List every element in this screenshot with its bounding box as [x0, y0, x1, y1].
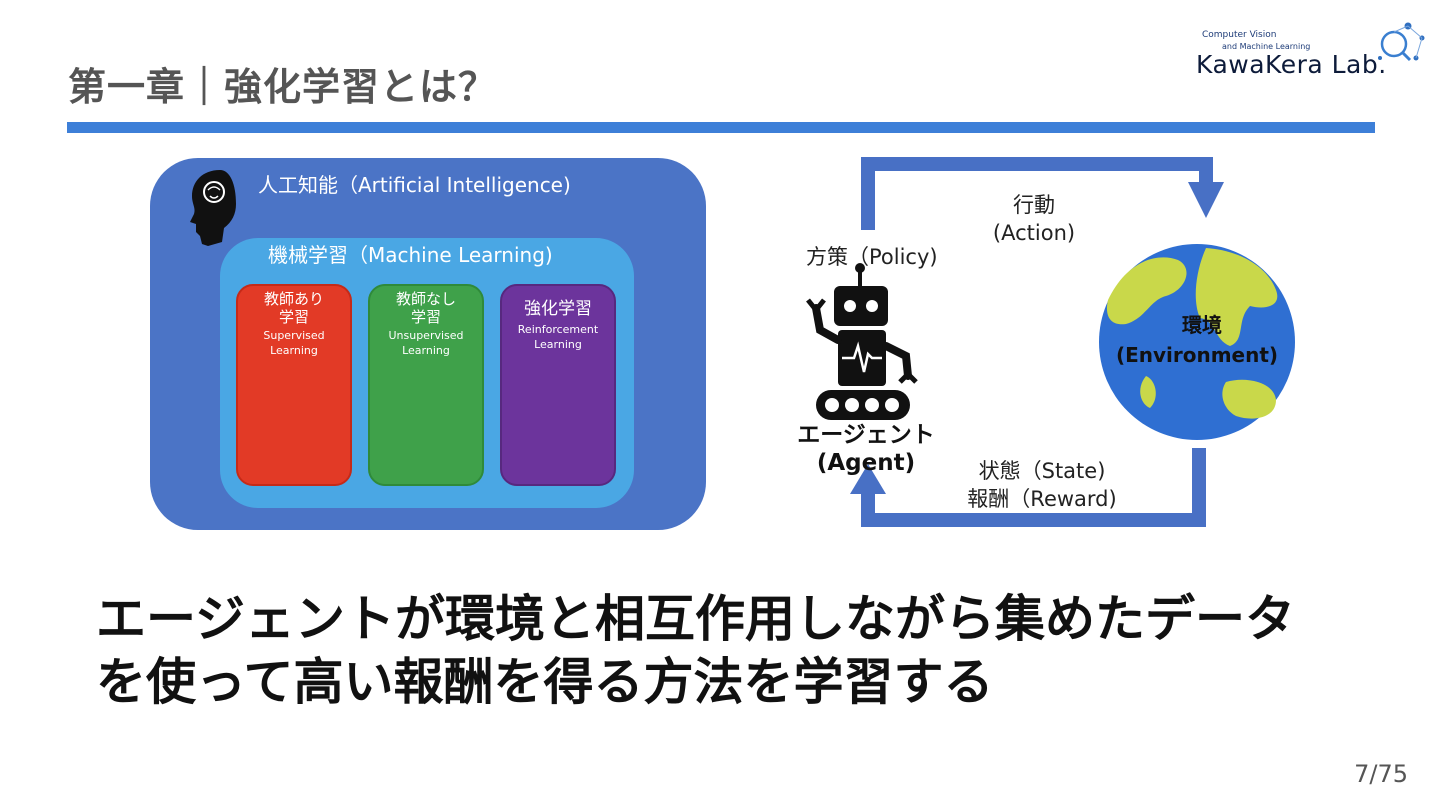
robot-icon [806, 263, 918, 420]
ai-hierarchy-diagram: 人工知能（Artificial Intelligence) 機械学習（Machi… [150, 158, 706, 530]
slide-title: 第一章｜強化学習とは？ [68, 65, 498, 109]
reinforcement-jp: 強化学習 [524, 299, 592, 319]
title-divider [67, 122, 1375, 133]
reinforcement-en-1: Reinforcement [518, 323, 599, 336]
unsupervised-jp-2: 学習 [411, 308, 441, 326]
logo-tagline-1: Computer Vision [1202, 30, 1277, 40]
logo-tagline-2: and Machine Learning [1222, 42, 1311, 51]
supervised-box [236, 284, 352, 486]
key-statement: エージェントが環境と相互作用しながら集めたデータ を使って高い報酬を得る方法を学… [96, 588, 1356, 714]
unsupervised-en-2: Learning [402, 344, 450, 357]
action-arrow [861, 157, 1213, 230]
reinforcement-en-2: Learning [534, 338, 582, 351]
unsupervised-jp-1: 教師なし [396, 290, 456, 308]
unsupervised-box [368, 284, 484, 486]
state-reward-arrow-head [850, 464, 886, 494]
action-arrow-head [1188, 182, 1224, 218]
logo-name: KawaKera Lab. [1196, 50, 1387, 79]
reinforcement-box [500, 284, 616, 486]
supervised-jp-2: 学習 [279, 308, 309, 326]
ai-label: 人工知能（Artificial Intelligence) [258, 173, 571, 197]
lab-logo: Computer Vision and Machine Learning Kaw… [1192, 18, 1428, 82]
rl-figure: 人工知能（Artificial Intelligence) 機械学習（Machi… [126, 150, 1316, 550]
brain-head-icon [190, 170, 236, 246]
environment-en: (Environment) [1116, 343, 1278, 367]
state-label: 状態（State) [979, 459, 1106, 483]
agent-jp: エージェント [797, 422, 935, 448]
ml-label: 機械学習（Machine Learning) [268, 243, 553, 267]
network-icon [1378, 22, 1425, 62]
environment-jp: 環境 [1182, 313, 1222, 337]
rl-loop-diagram: 行動 (Action) 方策（Policy) [797, 157, 1295, 527]
page-number: 7/75 [1354, 760, 1408, 788]
reward-label: 報酬（Reward) [967, 487, 1116, 511]
supervised-jp-1: 教師あり [264, 290, 324, 308]
supervised-en-2: Learning [270, 344, 318, 357]
key-statement-line-2: を使って高い報酬を得る方法を学習する [96, 653, 994, 711]
agent-en: (Agent) [817, 450, 915, 476]
supervised-en-1: Supervised [263, 329, 324, 342]
unsupervised-en-1: Unsupervised [388, 329, 463, 342]
action-en: (Action) [993, 221, 1075, 245]
globe-icon [1099, 244, 1295, 440]
action-jp: 行動 [1013, 193, 1055, 217]
policy-label: 方策（Policy) [806, 245, 938, 269]
state-reward-arrow [861, 448, 1206, 527]
key-statement-line-1: エージェントが環境と相互作用しながら集めたデータ [96, 590, 1295, 648]
